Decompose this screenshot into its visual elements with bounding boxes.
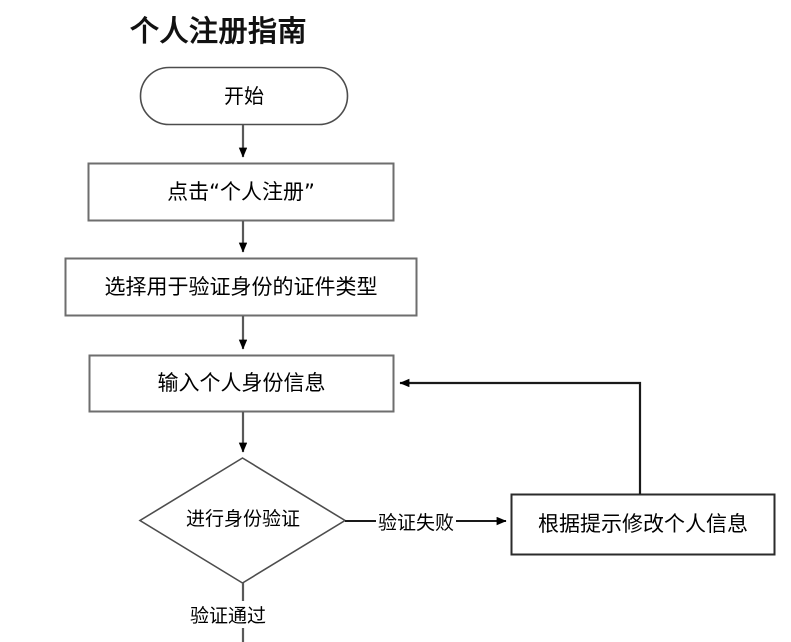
node-label-start[interactable]: 开始 — [224, 83, 264, 108]
node-label-step2[interactable]: 选择用于验证身份的证件类型 — [104, 274, 378, 299]
node-shape-start[interactable] — [139, 66, 349, 126]
page-title: 个人注册指南 — [130, 14, 308, 48]
node-label-decision[interactable]: 进行身份验证 — [185, 508, 300, 531]
edge-label-verification-failed: 验证失败 — [376, 508, 457, 535]
node-shape-step1[interactable] — [87, 162, 395, 222]
node-label-step1[interactable]: 点击“个人注册” — [167, 179, 315, 204]
node-shape-fix[interactable] — [510, 493, 776, 556]
node-label-step3[interactable]: 输入个人身份信息 — [157, 371, 326, 396]
node-shape-step3[interactable] — [88, 354, 395, 413]
node-label-fix[interactable]: 根据提示修改个人信息 — [538, 512, 748, 537]
node-shape-step2[interactable] — [64, 257, 418, 317]
edge-label-verification-passed: 验证通过 — [188, 601, 269, 628]
edge-fix-to-step3-loop — [399, 378, 642, 494]
